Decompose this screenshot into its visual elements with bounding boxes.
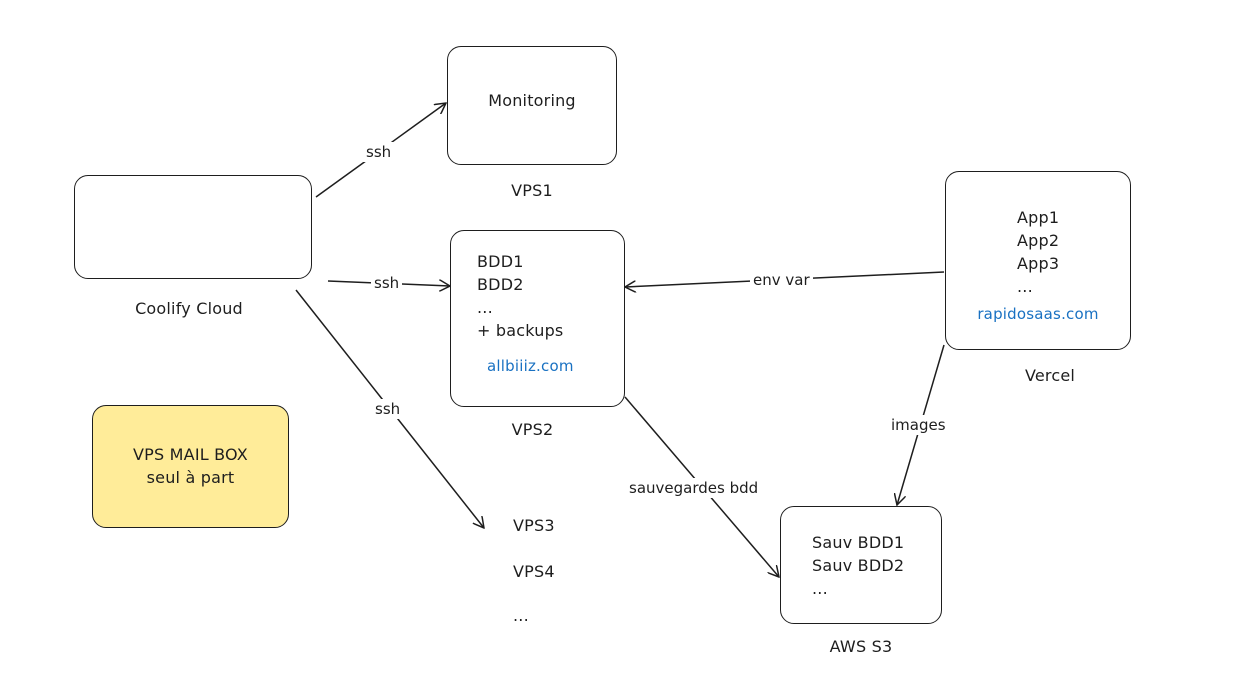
vercel-line: App1 <box>1017 208 1060 227</box>
caption-vercel: Vercel <box>1024 366 1076 385</box>
other-vps-item: ... <box>513 606 529 625</box>
edge-label-vercel-vps2: env var <box>750 270 813 290</box>
edge-label-coolify-vps2: ssh <box>371 273 403 293</box>
node-vercel[interactable] <box>945 171 1131 350</box>
vps2-line: + backups <box>477 321 564 340</box>
node-aws-s3[interactable] <box>780 506 942 624</box>
vercel-content-list: App1 App2 App3 ... <box>1017 206 1059 298</box>
other-vps-item: VPS3 <box>513 516 555 535</box>
vercel-domain-link[interactable]: rapidosaas.com <box>977 305 1099 323</box>
vercel-line: App2 <box>1017 231 1060 250</box>
node-monitoring-label: Monitoring <box>488 91 576 110</box>
mailbox-line: VPS MAIL BOX <box>133 445 248 464</box>
vercel-line: ... <box>1017 277 1033 296</box>
edge-label-coolify-others: ssh <box>372 399 404 419</box>
caption-vps1: VPS1 <box>511 181 553 200</box>
vps2-line: ... <box>477 298 493 317</box>
node-vps2[interactable] <box>450 230 625 407</box>
vps2-line: BDD2 <box>477 275 524 294</box>
node-mailbox[interactable] <box>92 405 289 528</box>
vercel-line: App3 <box>1017 254 1060 273</box>
aws-line: Sauv BDD1 <box>812 533 905 552</box>
aws-line: ... <box>812 579 828 598</box>
aws-content-list: Sauv BDD1 Sauv BDD2 ... <box>812 531 904 600</box>
edge-label-vercel-aws: images <box>888 415 949 435</box>
caption-aws-s3: AWS S3 <box>829 637 893 656</box>
vps2-content-list: BDD1 BDD2 ... + backups <box>477 250 563 342</box>
caption-coolify-cloud: Coolify Cloud <box>135 299 243 318</box>
caption-vps2: VPS2 <box>511 420 554 439</box>
edge-label-vps2-aws: sauvegardes bdd <box>626 478 762 498</box>
node-monitoring[interactable] <box>447 46 617 165</box>
node-coolify-cloud[interactable] <box>74 175 312 279</box>
other-vps-item: VPS4 <box>513 562 555 581</box>
vps2-line: BDD1 <box>477 252 524 271</box>
mailbox-content: VPS MAIL BOX seul à part <box>92 443 289 489</box>
mailbox-line: seul à part <box>146 468 235 487</box>
edge-label-coolify-vps1: ssh <box>363 142 395 162</box>
vps2-domain-link[interactable]: allbiiiz.com <box>487 357 574 375</box>
aws-line: Sauv BDD2 <box>812 556 905 575</box>
